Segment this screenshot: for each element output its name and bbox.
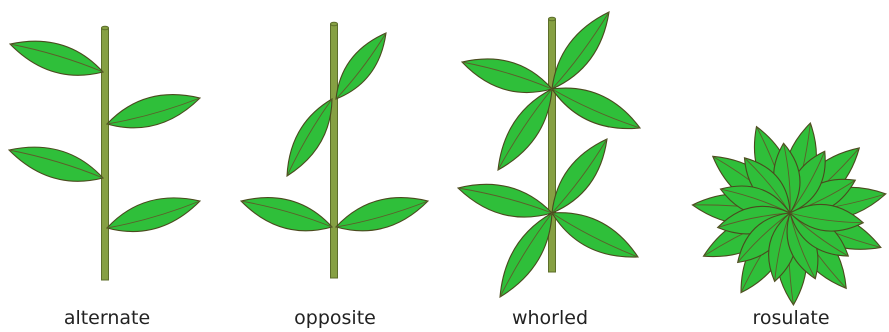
whorled-leaf-8-blade [500,213,552,297]
panel-opposite [241,22,428,278]
opposite-leaf-3 [241,198,332,231]
whorled-stem-shaft [549,17,556,272]
caption-alternate: alternate [27,306,187,330]
alternate-leaf-3-blade [9,147,103,181]
whorled-leaf-7-blade [552,213,638,257]
whorled-leaf-5 [458,184,552,217]
alternate-stem-shaft-top [102,26,109,30]
alternate-leaf-4 [107,198,200,232]
opposite-leaf-3-blade [241,198,332,231]
whorled-leaf-6 [552,139,607,213]
whorled-leaf-4 [498,89,552,170]
whorled-stem-shaft-shaft [549,19,556,272]
alternate-leaf-3 [9,147,103,181]
whorled-leaf-8 [500,213,552,297]
alternate-leaf-2-blade [107,95,200,128]
panel-whorled [458,12,640,297]
alternate-leaf-1 [10,41,103,75]
opposite-leaf-1 [336,33,386,99]
caption-whorled: whorled [470,306,630,330]
opposite-leaf-1-blade [336,33,386,99]
opposite-stem-shaft-shaft [331,24,338,278]
whorled-leaf-3 [552,88,640,128]
alternate-stem [102,26,109,280]
caption-rosulate: rosulate [711,306,871,330]
whorled-leaf-6-blade [552,139,607,213]
alternate-leaf-1-blade [10,41,103,75]
opposite-stem [331,22,338,278]
caption-opposite: opposite [255,306,415,330]
alternate-stem-shaft [102,26,109,280]
alternate-leaf-2 [107,95,200,128]
alternate-stem-shaft-shaft [102,28,109,280]
opposite-leaf-2-blade [287,99,332,176]
rosulate-leaves [692,123,885,305]
opposite-stem-shaft-top [331,22,338,26]
panel-alternate [9,26,200,280]
opposite-leaf-2 [287,99,332,176]
whorled-leaf-1-blade [462,59,552,93]
whorled-stem [549,17,556,272]
opposite-leaf-4-blade [336,198,428,231]
whorled-leaf-2-blade [552,12,609,89]
opposite-leaf-4 [336,198,428,231]
whorled-leaf-2 [552,12,609,89]
whorled-leaf-7 [552,213,638,257]
whorled-leaf-1 [462,59,552,93]
panel-rosulate [692,123,885,305]
whorled-leaf-5-blade [458,184,552,217]
whorled-leaf-4-blade [498,89,552,170]
opposite-stem-shaft [331,22,338,278]
alternate-leaf-4-blade [107,198,200,232]
whorled-leaf-3-blade [552,88,640,128]
whorled-stem-shaft-top [549,17,556,21]
